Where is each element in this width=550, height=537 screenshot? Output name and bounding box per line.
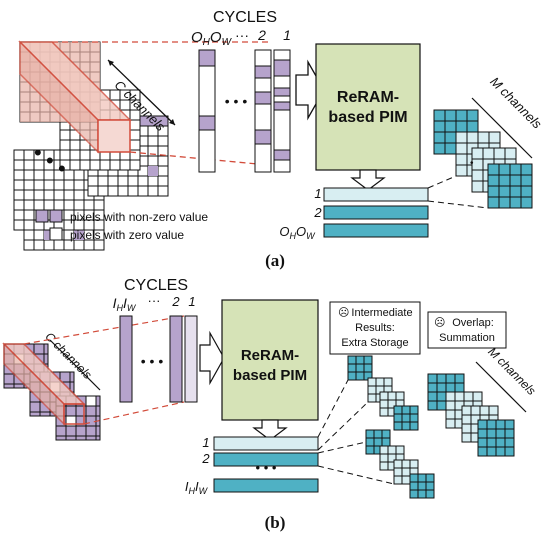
- down-arrow-b: [252, 419, 288, 441]
- projection-lines-b: [23, 315, 185, 425]
- pim-line1-a: ReRAM-: [337, 89, 399, 106]
- intermediate-results-box: ☹ Intermediate Results: Extra Storage: [329, 301, 421, 355]
- row-connectors-a: [427, 175, 489, 209]
- box1-line2: Results:: [355, 322, 395, 334]
- box1-line1: Intermediate: [351, 307, 412, 319]
- column-vectors-b: IHIW ··· 2 1 • • •: [113, 293, 198, 403]
- col-ellipsis-a: ···: [235, 27, 249, 43]
- column-dots-a: • • •: [225, 93, 248, 109]
- cycles-title-a: CYCLES: [213, 9, 277, 26]
- col-label-2-a: 2: [257, 27, 266, 43]
- overlap-box: ☹ Overlap: Summation: [427, 311, 507, 349]
- col-label-2-b: 2: [171, 294, 180, 309]
- panel-b: CYCLES C channels: [2, 277, 539, 532]
- column-2-b: [169, 315, 183, 403]
- row2-label-a: 2: [313, 205, 322, 220]
- column-ohow-a: [198, 49, 216, 173]
- row2-label-b: 2: [201, 451, 210, 466]
- row-last-label-a: OHOW: [279, 224, 316, 241]
- box1-line3: Extra Storage: [341, 337, 408, 349]
- row1-label-b: 1: [202, 435, 209, 450]
- row-connectors-b: [317, 379, 395, 485]
- col-label-ihiw: IHIW: [113, 295, 137, 313]
- stack-dots-a2: •: [46, 148, 54, 173]
- caption-a: (a): [265, 251, 285, 270]
- legend-a: pixels with non-zero value pixels with z…: [35, 209, 208, 242]
- partial-output-patches: [347, 355, 435, 499]
- sad-face-icon: ☹: [338, 307, 349, 319]
- c-channels-arrow-a: [107, 59, 176, 126]
- box2-line2: Summation: [439, 332, 495, 344]
- cycles-title-b: CYCLES: [124, 277, 188, 294]
- column-2-a: [254, 49, 272, 173]
- projection-lines-a: [52, 41, 269, 166]
- row1-label-a: 1: [314, 186, 321, 201]
- caption-b: (b): [265, 513, 286, 532]
- col-ellipsis-b: ···: [148, 293, 161, 308]
- col-label-1-b: 1: [188, 294, 195, 309]
- m-channels-label-a: M channels: [487, 74, 545, 132]
- column-ihiw-b: [119, 315, 133, 403]
- down-arrow-a: [350, 169, 386, 191]
- arrow-to-pim-b: [199, 330, 225, 386]
- pim-block-a: ReRAM- based PIM: [315, 43, 421, 171]
- kernel-prism-a: [18, 40, 132, 154]
- output-stack-a: • M channels: [433, 74, 545, 209]
- stack-dots-a: •: [34, 140, 42, 165]
- column-1-b: [184, 315, 198, 403]
- kernel-prism-b: [2, 342, 86, 426]
- pim-line2-b: based PIM: [233, 367, 307, 384]
- sad-face-icon-2: ☹: [434, 317, 445, 329]
- output-rows-a: 1 2 • • • OHOW: [279, 186, 429, 241]
- col-label-ohow: OHOW: [191, 29, 233, 48]
- input-feature-stack-b: C channels: [2, 329, 101, 441]
- legend-zero: pixels with zero value: [70, 228, 184, 242]
- column-1-a: [273, 49, 291, 173]
- out-layer-a4: [487, 163, 533, 209]
- stack-dots-a3: •: [58, 156, 66, 181]
- column-dots-b: • • •: [141, 353, 164, 369]
- col-label-1-a: 1: [283, 27, 291, 43]
- box2-line1: Overlap:: [452, 317, 494, 329]
- out-stack-dots-a: •: [470, 158, 474, 169]
- pim-line2-a: based PIM: [328, 109, 407, 126]
- pim-line1-b: ReRAM-: [241, 347, 299, 364]
- row-last-label-b: IHIW: [185, 479, 209, 496]
- legend-nonzero: pixels with non-zero value: [70, 210, 208, 224]
- pim-block-b: ReRAM- based PIM: [221, 299, 319, 421]
- output-stack-b: M channels: [427, 345, 539, 457]
- panel-a: CYCLES: [13, 9, 545, 270]
- column-vectors-a: OHOW ··· 2 1 • • •: [191, 27, 291, 173]
- row-dots-b: • • •: [256, 460, 277, 475]
- m-channels-label-b: M channels: [485, 345, 538, 398]
- output-rows-b: 1 2 • • • IHIW: [185, 435, 319, 496]
